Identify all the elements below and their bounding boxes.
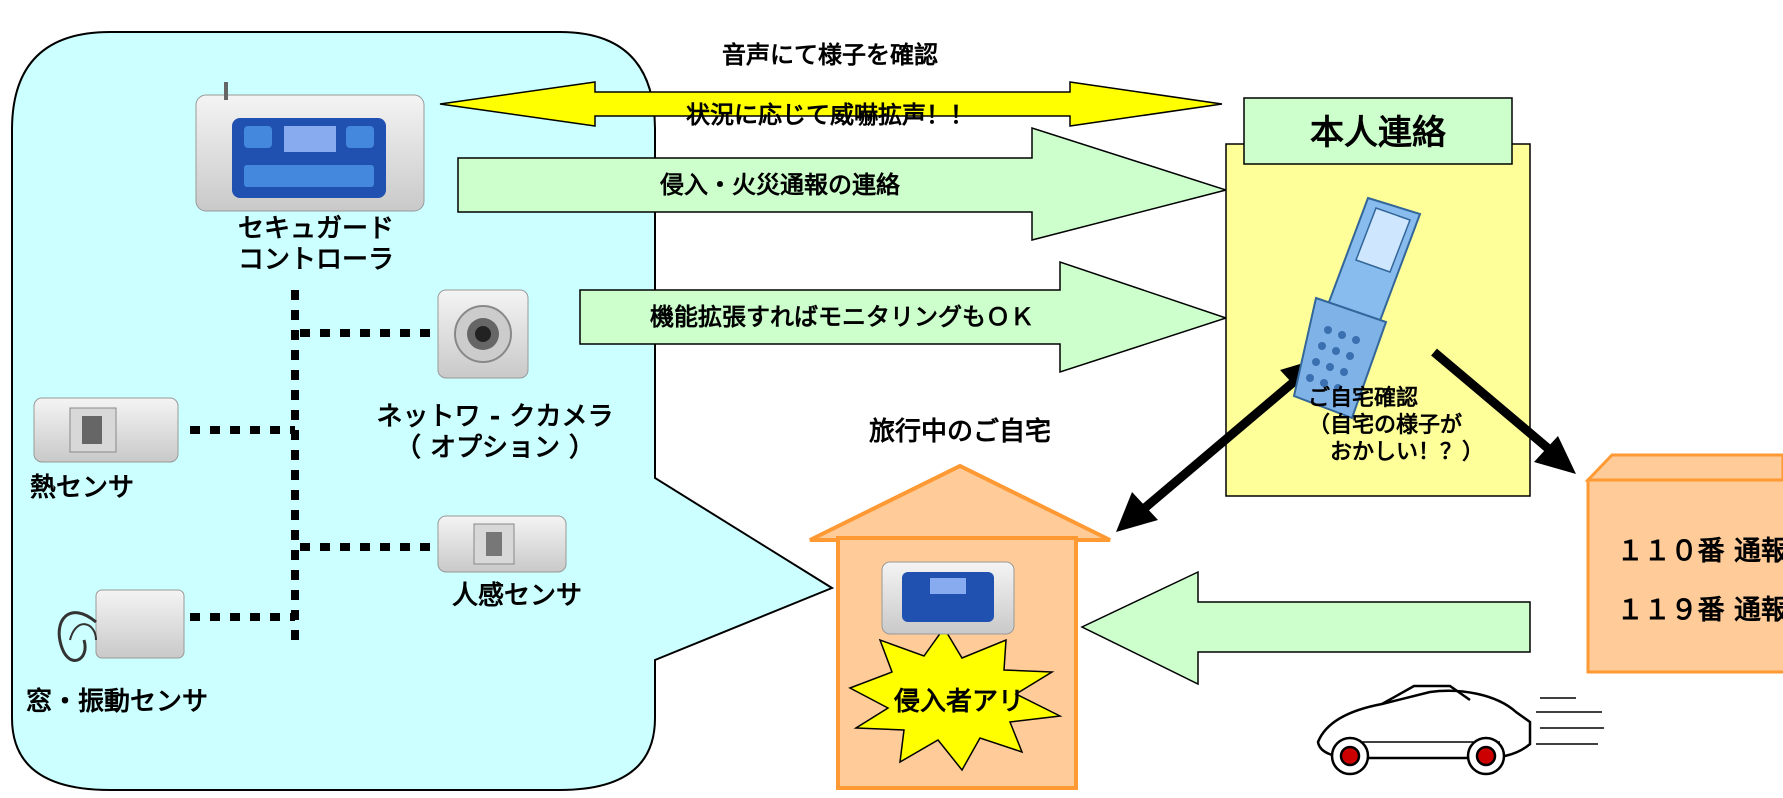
report-arrow	[1431, 348, 1576, 474]
monitoring-label: 機能拡張すればモニタリングもＯＫ	[650, 303, 1034, 331]
voice-check-text: 音声にて様子を確認 状況に応じて威嚇拡声！！	[620, 10, 1040, 160]
home-check-note: ご自宅確認 （自宅の様子が おかしい！？）	[1308, 386, 1485, 465]
mobile-phone-icon	[1292, 196, 1422, 420]
house-controller-device	[881, 561, 1015, 635]
voice-check-arrow	[439, 81, 1223, 127]
intrusion-notice-label: 侵入・火災通報の連絡	[660, 171, 900, 199]
house-caption: 旅行中のご自宅	[868, 417, 1051, 447]
emergency-box	[1584, 453, 1783, 674]
controller-device	[195, 82, 425, 212]
intrusion-notice-arrow	[457, 126, 1229, 241]
camera-label: ネットワ - クカメラ （ オプション ）	[376, 402, 614, 464]
emergency-110: １１０番 通報	[1616, 536, 1783, 567]
motion-sensor-label: 人感センサ	[452, 581, 583, 611]
police-car-icon	[1316, 684, 1604, 776]
intruder-label: 侵入者アリ	[893, 687, 1024, 717]
intruder-burst	[848, 626, 1063, 772]
network-camera-device	[437, 289, 529, 379]
emergency-119: １１９番 通報	[1616, 595, 1783, 626]
dispatch-arrow	[1080, 570, 1531, 686]
controller-label: セキュガード コントローラ	[237, 214, 394, 276]
heat-sensor-device	[33, 397, 179, 463]
home-system-bubble	[11, 31, 835, 791]
window-sensor-device	[57, 589, 185, 662]
phone-contact-title: 本人連絡	[1310, 113, 1446, 153]
phone-contact-tab	[1243, 97, 1513, 165]
voice-check-line1: 音声にて様子を確認	[722, 41, 938, 69]
voice-check-line2: 状況に応じて威嚇拡声！！	[686, 101, 974, 129]
monitoring-arrow	[579, 260, 1229, 374]
motion-sensor-device	[437, 515, 567, 573]
window-sensor-label: 窓・振動センサ	[26, 687, 209, 717]
heat-sensor-label: 熱センサ	[30, 473, 135, 503]
sensor-network	[190, 290, 430, 640]
